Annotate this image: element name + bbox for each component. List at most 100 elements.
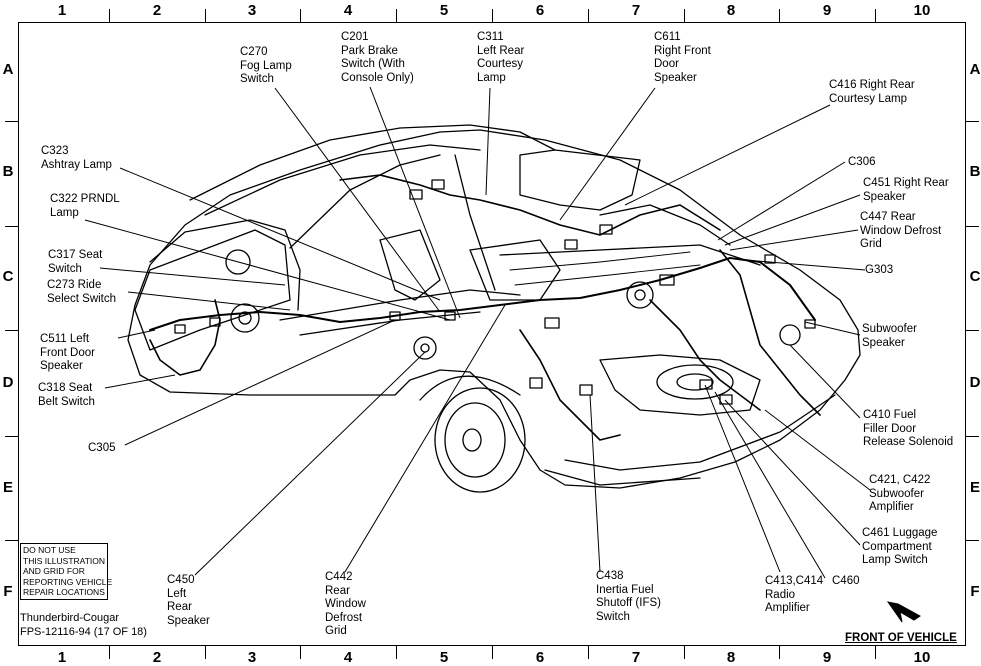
car-a-pillar	[289, 154, 441, 249]
diagram-frame	[18, 22, 966, 646]
grid-row-right-d: D	[969, 374, 981, 391]
grid-tick	[205, 9, 206, 22]
grid-tick	[300, 646, 301, 659]
car-rear-wheel-hub	[462, 428, 482, 452]
car-rear-wheel	[434, 387, 526, 493]
callout-c201: C201 Park Brake Switch (With Console Onl…	[341, 31, 414, 84]
connector-box	[659, 274, 675, 286]
grid-tick	[300, 9, 301, 22]
callout-g303: G303	[865, 264, 894, 276]
car-rear-bumper-lower	[544, 469, 701, 486]
grid-row-right-e: E	[969, 479, 980, 496]
callout-c317: C317 Seat Switch	[48, 249, 103, 275]
grid-row-right-b: B	[969, 163, 981, 180]
callout-c416: C416 Right Rear Courtesy Lamp	[829, 79, 915, 105]
grid-col-bottom-3: 3	[247, 649, 257, 666]
leader-subwoofer	[804, 321, 861, 336]
front-of-vehicle-arrow-icon	[886, 601, 921, 623]
connector-box	[764, 254, 776, 264]
grid-col-top-5: 5	[439, 2, 449, 19]
leader-c511	[117, 329, 156, 339]
grid-col-top-7: 7	[631, 2, 641, 19]
grid-row-right-c: C	[969, 268, 981, 285]
grid-col-bottom-8: 8	[726, 649, 736, 666]
car-door-speaker	[230, 303, 260, 333]
car-subwoofer	[779, 324, 801, 346]
connector-box	[209, 317, 221, 327]
grid-tick	[684, 646, 685, 659]
grid-tick	[779, 9, 780, 22]
car-wheel-well	[419, 375, 521, 401]
car-defrost-grid	[509, 251, 701, 286]
grid-tick	[5, 540, 18, 541]
footer-code: FPS-12116-94 (17 OF 18)	[20, 626, 147, 638]
grid-col-bottom-9: 9	[822, 649, 832, 666]
car-spare-tire	[656, 364, 734, 400]
connector-box	[579, 384, 593, 396]
connector-box	[544, 317, 560, 329]
car-rear-left-speaker	[413, 336, 437, 360]
grid-tick	[492, 646, 493, 659]
leader-c201	[369, 86, 461, 319]
grid-tick	[966, 436, 979, 437]
leader-c317	[99, 267, 286, 286]
grid-col-top-9: 9	[822, 2, 832, 19]
leader-c413	[704, 384, 781, 573]
car-rear-left-speaker-cone	[420, 343, 430, 353]
callout-c306: C306	[848, 156, 876, 168]
notice-box: DO NOT USE THIS ILLUSTRATION AND GRID FO…	[20, 543, 112, 600]
wiring-harness-main	[149, 257, 816, 331]
grid-tick	[109, 9, 110, 22]
callout-c270: C270 Fog Lamp Switch	[240, 46, 292, 85]
grid-tick	[5, 121, 18, 122]
grid-tick	[5, 330, 18, 331]
grid-tick	[875, 9, 876, 22]
grid-col-bottom-2: 2	[152, 649, 162, 666]
car-b-pillar	[454, 154, 496, 291]
leader-c447	[729, 229, 859, 251]
car-spare-tire-inner	[676, 373, 714, 391]
grid-tick	[588, 9, 589, 22]
grid-row-left-d: D	[2, 374, 14, 391]
wiring-harness-trunk	[519, 299, 761, 441]
grid-tick	[779, 646, 780, 659]
grid-row-left-e: E	[2, 479, 13, 496]
leader-c323	[119, 167, 441, 301]
callout-c447: C447 Rear Window Defrost Grid	[860, 211, 942, 250]
grid-tick	[5, 226, 18, 227]
leader-c421	[764, 409, 871, 491]
car-rear-wheel-rim	[444, 402, 506, 478]
connector-box	[174, 324, 186, 334]
grid-tick	[5, 436, 18, 437]
leader-c410	[789, 344, 861, 419]
grid-col-bottom-5: 5	[439, 649, 449, 666]
car-trunk-opening	[599, 354, 761, 416]
connector-box	[529, 377, 543, 389]
leader-c611	[559, 87, 656, 221]
grid-tick	[966, 330, 979, 331]
leader-c322	[84, 219, 451, 321]
callout-c450: C450 Left Rear Speaker	[167, 574, 210, 627]
callout-c322: C322 PRNDL Lamp	[50, 193, 120, 219]
leader-c438	[589, 394, 601, 573]
car-door-frame	[149, 219, 301, 311]
car-right-window	[599, 204, 731, 246]
callout-c511: C511 Left Front Door Speaker	[40, 333, 95, 372]
grid-tick	[966, 121, 979, 122]
footer-model: Thunderbird-Cougar	[20, 612, 120, 624]
wiring-harness-roof	[339, 174, 721, 236]
connector-box	[564, 239, 578, 250]
connector-box	[699, 379, 713, 390]
callout-c451: C451 Right Rear Speaker	[863, 177, 949, 203]
grid-tick	[966, 226, 979, 227]
leader-c318	[104, 374, 176, 389]
car-rear-seat	[469, 239, 561, 301]
grid-col-top-4: 4	[343, 2, 353, 19]
callout-c413: C413,C414 Radio Amplifier	[765, 575, 824, 614]
car-front-speaker	[225, 249, 251, 275]
leader-c306	[717, 161, 846, 241]
grid-tick	[396, 9, 397, 22]
leader-c416	[624, 104, 831, 206]
leader-c451	[724, 194, 861, 246]
callout-c438: C438 Inertia Fuel Shutoff (IFS) Switch	[596, 570, 661, 623]
